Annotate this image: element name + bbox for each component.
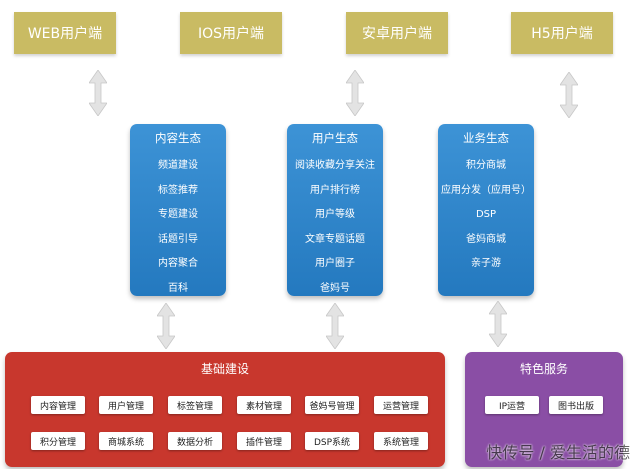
eco-business: 业务生态 积分商城 应用分发（应用号） DSP 爸妈商城 亲子游 bbox=[438, 124, 534, 296]
module-chip: 系统管理 bbox=[374, 432, 428, 450]
special-services-panel: 特色服务 IP运营 图书出版 bbox=[465, 352, 623, 467]
eco-user-item: 文章专题话题 bbox=[305, 233, 365, 245]
eco-content-item: 专题建设 bbox=[158, 209, 198, 220]
eco-user-item: 用户圈子 bbox=[315, 258, 355, 269]
eco-content-item: 标签推荐 bbox=[158, 184, 198, 196]
client-ios-label: IOS用户端 bbox=[197, 26, 265, 42]
eco-business-item: 积分商城 bbox=[466, 160, 506, 171]
eco-user: 用户生态 阅读收藏分享关注 用户排行榜 用户等级 文章专题话题 用户圈子 爸妈号 bbox=[287, 124, 383, 296]
eco-content-item: 内容聚合 bbox=[158, 258, 198, 269]
infrastructure-title: 基础建设 bbox=[200, 362, 249, 376]
module-chip: 用户管理 bbox=[99, 396, 153, 414]
eco-user-item: 爸妈号 bbox=[320, 282, 350, 294]
module-chip: 数据分析 bbox=[168, 432, 222, 450]
eco-content-item: 百科 bbox=[168, 282, 188, 294]
eco-business-item: 爸妈商城 bbox=[466, 233, 506, 245]
module-chip: 标签管理 bbox=[168, 396, 222, 414]
module-chip: 内容管理 bbox=[31, 396, 85, 414]
module-chip: 积分管理 bbox=[31, 432, 85, 450]
module-chip: 爸妈号管理 bbox=[305, 396, 359, 414]
client-h5: H5用户端 bbox=[511, 12, 613, 54]
client-h5-label: H5用户端 bbox=[531, 26, 593, 42]
eco-user-title: 用户生态 bbox=[312, 131, 358, 145]
module-chip: 商城系统 bbox=[99, 432, 153, 450]
special-services-title: 特色服务 bbox=[519, 362, 568, 376]
eco-content-item: 频道建设 bbox=[158, 160, 198, 171]
module-chip: 素材管理 bbox=[237, 396, 291, 414]
watermark: 快传号 / 爱生活的德 bbox=[486, 443, 630, 462]
eco-user-item: 用户排行榜 bbox=[310, 184, 360, 196]
eco-user-item: 阅读收藏分享关注 bbox=[295, 160, 375, 171]
double-arrow-icon bbox=[560, 72, 578, 118]
module-chip: 运营管理 bbox=[374, 396, 428, 414]
eco-business-title: 业务生态 bbox=[463, 131, 509, 145]
module-chip: 插件管理 bbox=[237, 432, 291, 450]
eco-business-item: DSP bbox=[475, 209, 497, 220]
double-arrow-icon bbox=[326, 303, 344, 349]
eco-content: 内容生态 频道建设 标签推荐 专题建设 话题引导 内容聚合 百科 bbox=[130, 124, 226, 296]
client-android: 安卓用户端 bbox=[346, 12, 448, 54]
eco-content-title: 内容生态 bbox=[155, 131, 201, 145]
eco-content-item: 话题引导 bbox=[158, 233, 198, 245]
double-arrow-icon bbox=[346, 70, 364, 116]
double-arrow-icon bbox=[157, 303, 175, 349]
eco-business-item: 亲子游 bbox=[471, 258, 501, 269]
eco-business-item: 应用分发（应用号） bbox=[441, 184, 531, 196]
double-arrow-icon bbox=[489, 301, 507, 347]
infrastructure-panel: 基础建设 内容管理 用户管理 标签管理 素材管理 爸妈号管理 运营管理 积分管理… bbox=[5, 352, 445, 467]
client-web-label: WEB用户端 bbox=[27, 26, 103, 42]
module-chip: IP运营 bbox=[485, 396, 539, 414]
double-arrow-icon bbox=[89, 70, 107, 116]
module-chip: DSP系统 bbox=[305, 432, 359, 450]
module-chip: 图书出版 bbox=[549, 396, 603, 414]
client-ios: IOS用户端 bbox=[180, 12, 282, 54]
client-web: WEB用户端 bbox=[14, 12, 116, 54]
client-android-label: 安卓用户端 bbox=[362, 26, 432, 42]
eco-user-item: 用户等级 bbox=[315, 209, 355, 220]
